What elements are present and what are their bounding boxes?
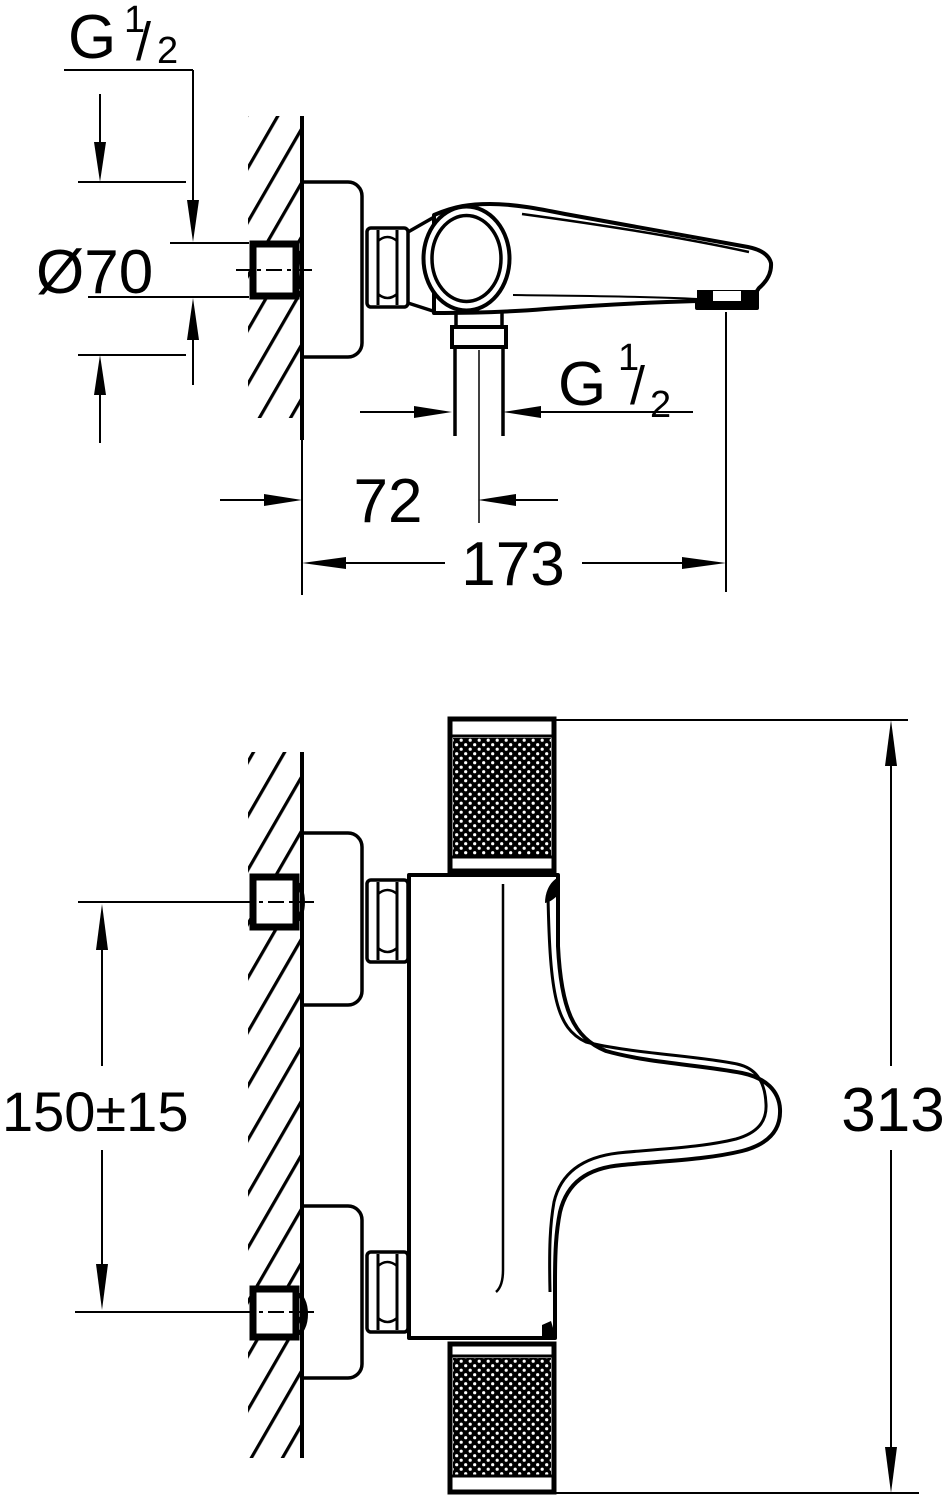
dim-arrow (302, 557, 346, 569)
top-view: G 1 / 2 Ø70 G (36, 0, 774, 599)
label-outlet-thread-g: G (558, 350, 606, 419)
label-inlet-thread-g: G (68, 3, 116, 72)
spout-crease-line (521, 212, 750, 254)
body-neck-edge (407, 214, 437, 234)
union-nut-chamfer (377, 1317, 398, 1324)
dim-inlet-thread: G 1 / 2 (64, 0, 249, 385)
escutcheon (300, 831, 364, 1007)
union-nut-chamfer (377, 235, 398, 242)
union-nut-chamfer (377, 1260, 398, 1267)
dim-arrow (885, 720, 897, 766)
dim-overall-height: 313 (554, 719, 942, 1494)
label-wall-to-pipe-center: 72 (354, 467, 423, 536)
dim-wall-to-pipe-center: 72 (220, 467, 558, 536)
knurled-handle-top (447, 716, 557, 874)
handle-knurling (453, 1358, 551, 1475)
label-overall-height: 313 (841, 1076, 942, 1145)
dim-arrow (94, 355, 106, 395)
body-inner-contour (546, 895, 768, 1293)
control-knob-outer (421, 204, 512, 313)
wall-hatch (248, 752, 302, 1458)
dim-arrow (264, 494, 302, 506)
index-mark-bottom (542, 1321, 556, 1338)
dim-arrow (682, 557, 726, 569)
dim-inlet-center-height: 150±15 (2, 901, 238, 1313)
body-outline (407, 873, 783, 1340)
union-nut (365, 226, 410, 309)
union-nut (365, 1250, 410, 1334)
label-escutcheon-diameter: Ø70 (36, 238, 153, 307)
handle-knurling (453, 738, 551, 856)
dim-arrow (94, 142, 106, 182)
dim-arrow (187, 298, 199, 340)
escutcheon (300, 1204, 364, 1380)
union-nut-chamfer (377, 293, 398, 300)
union-nut-chamfer (377, 947, 398, 954)
union-nut-outline (365, 226, 410, 309)
label-inlet-thread-numerator: 1 (124, 0, 145, 41)
dim-arrow (96, 1264, 108, 1310)
label-outlet-thread-denominator: 2 (650, 384, 671, 426)
union-nut-chamfer (377, 888, 398, 895)
union-ball-joint (295, 1292, 308, 1336)
knurled-handle-bottom (447, 1341, 557, 1495)
dim-arrow (478, 494, 516, 506)
dim-arrow (885, 1447, 897, 1493)
union-nut-outline (365, 1250, 410, 1334)
label-outlet-thread-numerator: 1 (618, 337, 639, 379)
label-inlet-thread-slash: / (136, 12, 151, 72)
dim-arrow (96, 904, 108, 950)
body-front-edge-line (495, 884, 505, 1293)
body-neck-edge (407, 301, 437, 314)
label-outlet-thread-slash: / (630, 356, 645, 416)
union-nut-outline (365, 878, 410, 964)
label-inlet-thread-denominator: 2 (157, 30, 178, 72)
aerator-slot (713, 291, 741, 301)
pipe-union-band (450, 325, 508, 349)
dim-arrow (414, 406, 452, 418)
control-knob-inner (430, 213, 503, 304)
label-inlet-center-height: 150±15 (2, 1080, 188, 1143)
dim-arrow (187, 200, 199, 242)
front-view: 150±15 313 (2, 716, 942, 1495)
union-nut (365, 878, 410, 964)
dim-escutcheon-diameter: Ø70 (36, 94, 186, 443)
dim-wall-to-spout-end: 173 (302, 312, 727, 599)
dim-outlet-thread: G 1 / 2 (360, 337, 693, 426)
spout-body-outline (432, 202, 774, 315)
index-mark-top (545, 878, 558, 903)
dim-arrow (503, 406, 541, 418)
label-wall-to-spout-end: 173 (461, 530, 564, 599)
escutcheon (300, 180, 364, 359)
spout-lower-line (512, 294, 699, 300)
shower-outlet-pipe (450, 313, 508, 523)
